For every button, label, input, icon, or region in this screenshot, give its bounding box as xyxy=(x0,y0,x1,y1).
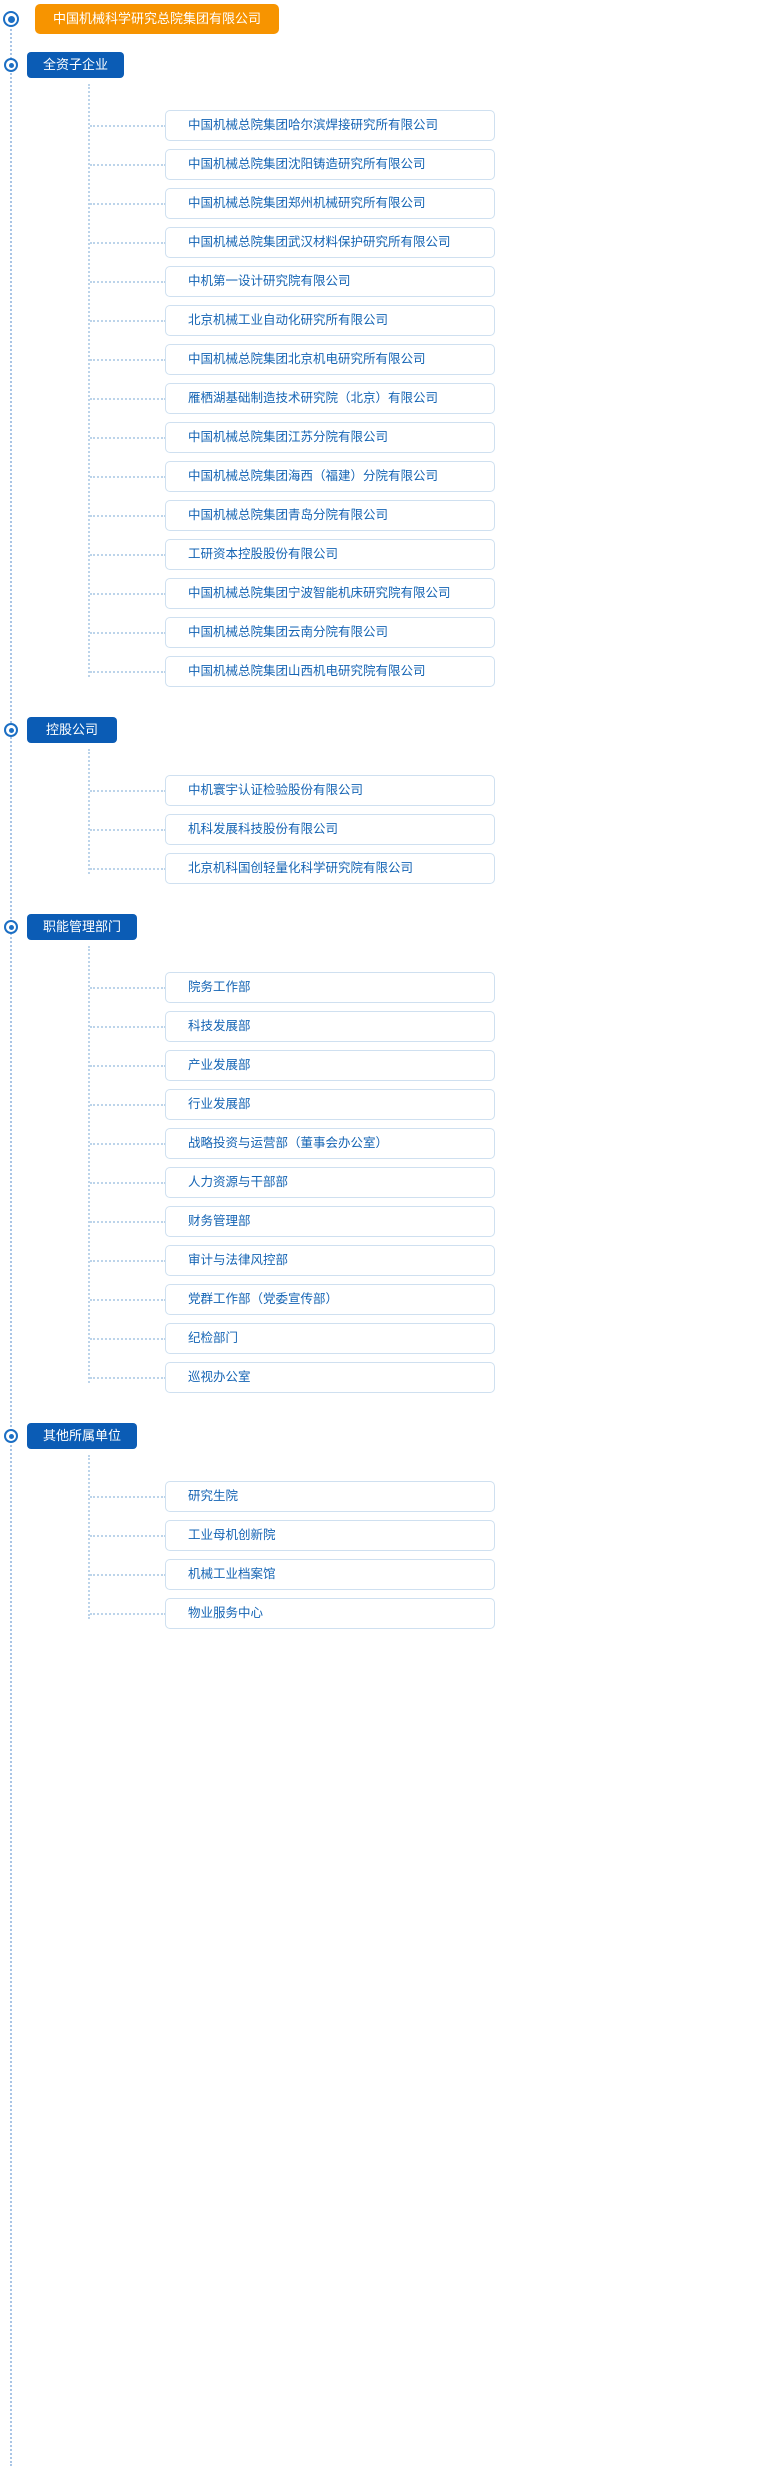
org-unit-box[interactable]: 纪检部门 xyxy=(165,1323,495,1354)
list-item: 纪检部门 xyxy=(0,1319,779,1358)
list-item: 雁栖湖基础制造技术研究院（北京）有限公司 xyxy=(0,379,779,418)
org-unit-box[interactable]: 工业母机创新院 xyxy=(165,1520,495,1551)
section-4: 其他所属单位研究生院工业母机创新院机械工业档案馆物业服务中心 xyxy=(0,1423,779,1659)
section-2: 控股公司中机寰宇认证检验股份有限公司机科发展科技股份有限公司北京机科国创轻量化科… xyxy=(0,717,779,914)
list-item: 北京机科国创轻量化科学研究院有限公司 xyxy=(0,849,779,888)
org-unit-box[interactable]: 研究生院 xyxy=(165,1481,495,1512)
list-item: 物业服务中心 xyxy=(0,1594,779,1633)
list-item: 中国机械总院集团武汉材料保护研究所有限公司 xyxy=(0,223,779,262)
org-unit-box[interactable]: 行业发展部 xyxy=(165,1089,495,1120)
org-unit-box[interactable]: 产业发展部 xyxy=(165,1050,495,1081)
org-unit-box[interactable]: 科技发展部 xyxy=(165,1011,495,1042)
org-unit-box[interactable]: 中国机械总院集团山西机电研究院有限公司 xyxy=(165,656,495,687)
section-header: 其他所属单位 xyxy=(0,1423,779,1477)
org-unit-box[interactable]: 党群工作部（党委宣传部） xyxy=(165,1284,495,1315)
org-unit-box[interactable]: 中国机械总院集团云南分院有限公司 xyxy=(165,617,495,648)
list-item: 行业发展部 xyxy=(0,1085,779,1124)
section-header: 控股公司 xyxy=(0,717,779,771)
org-unit-box[interactable]: 中国机械总院集团沈阳铸造研究所有限公司 xyxy=(165,149,495,180)
list-item: 中机第一设计研究院有限公司 xyxy=(0,262,779,301)
list-item: 科技发展部 xyxy=(0,1007,779,1046)
root-node[interactable]: 中国机械科学研究总院集团有限公司 xyxy=(35,4,280,34)
list-item: 中国机械总院集团郑州机械研究所有限公司 xyxy=(0,184,779,223)
org-unit-box[interactable]: 雁栖湖基础制造技术研究院（北京）有限公司 xyxy=(165,383,495,414)
target-circle-icon xyxy=(4,920,18,934)
org-unit-box[interactable]: 人力资源与干部部 xyxy=(165,1167,495,1198)
org-unit-box[interactable]: 中国机械总院集团青岛分院有限公司 xyxy=(165,500,495,531)
org-unit-box[interactable]: 中国机械总院集团宁波智能机床研究院有限公司 xyxy=(165,578,495,609)
org-unit-box[interactable]: 中机寰宇认证检验股份有限公司 xyxy=(165,775,495,806)
list-item: 产业发展部 xyxy=(0,1046,779,1085)
org-unit-box[interactable]: 机科发展科技股份有限公司 xyxy=(165,814,495,845)
section-title-button[interactable]: 控股公司 xyxy=(27,717,117,743)
spacer xyxy=(0,695,779,717)
list-item: 中国机械总院集团江苏分院有限公司 xyxy=(0,418,779,457)
list-item: 中国机械总院集团北京机电研究所有限公司 xyxy=(0,340,779,379)
org-unit-box[interactable]: 中国机械总院集团江苏分院有限公司 xyxy=(165,422,495,453)
section-title-button[interactable]: 全资子企业 xyxy=(27,52,125,78)
main-connector-line xyxy=(10,18,12,2466)
org-unit-box[interactable]: 工研资本控股股份有限公司 xyxy=(165,539,495,570)
org-unit-box[interactable]: 中机第一设计研究院有限公司 xyxy=(165,266,495,297)
list-item: 财务管理部 xyxy=(0,1202,779,1241)
list-item: 机械工业档案馆 xyxy=(0,1555,779,1594)
section-items: 研究生院工业母机创新院机械工业档案馆物业服务中心 xyxy=(0,1455,779,1637)
root-node-row: 中国机械科学研究总院集团有限公司 xyxy=(0,0,779,52)
section-title-button[interactable]: 职能管理部门 xyxy=(27,914,138,940)
section-items: 院务工作部科技发展部产业发展部行业发展部战略投资与运营部（董事会办公室） 人力资源… xyxy=(0,946,779,1401)
list-item: 巡视办公室 xyxy=(0,1358,779,1397)
spacer xyxy=(0,1401,779,1423)
spacer xyxy=(0,892,779,914)
list-item: 机科发展科技股份有限公司 xyxy=(0,810,779,849)
list-item: 工业母机创新院 xyxy=(0,1516,779,1555)
list-item: 战略投资与运营部（董事会办公室） xyxy=(0,1124,779,1163)
org-unit-box[interactable]: 机械工业档案馆 xyxy=(165,1559,495,1590)
org-unit-box[interactable]: 中国机械总院集团郑州机械研究所有限公司 xyxy=(165,188,495,219)
target-circle-icon xyxy=(3,11,19,27)
org-unit-box[interactable]: 中国机械总院集团海西（福建）分院有限公司 xyxy=(165,461,495,492)
list-item: 北京机械工业自动化研究所有限公司 xyxy=(0,301,779,340)
section-items: 中国机械总院集团哈尔滨焊接研究所有限公司中国机械总院集团沈阳铸造研究所有限公司中… xyxy=(0,84,779,695)
sections-container: 全资子企业中国机械总院集团哈尔滨焊接研究所有限公司中国机械总院集团沈阳铸造研究所… xyxy=(0,52,779,1659)
list-item: 党群工作部（党委宣传部） xyxy=(0,1280,779,1319)
list-item: 中国机械总院集团宁波智能机床研究院有限公司 xyxy=(0,574,779,613)
org-unit-box[interactable]: 巡视办公室 xyxy=(165,1362,495,1393)
section-3: 职能管理部门院务工作部科技发展部产业发展部行业发展部战略投资与运营部（董事会办公… xyxy=(0,914,779,1423)
target-circle-icon xyxy=(4,58,18,72)
section-header: 全资子企业 xyxy=(0,52,779,106)
org-unit-box[interactable]: 中国机械总院集团哈尔滨焊接研究所有限公司 xyxy=(165,110,495,141)
org-unit-box[interactable]: 北京机械工业自动化研究所有限公司 xyxy=(165,305,495,336)
section-1: 全资子企业中国机械总院集团哈尔滨焊接研究所有限公司中国机械总院集团沈阳铸造研究所… xyxy=(0,52,779,717)
list-item: 中国机械总院集团哈尔滨焊接研究所有限公司 xyxy=(0,106,779,145)
list-item: 中国机械总院集团沈阳铸造研究所有限公司 xyxy=(0,145,779,184)
org-unit-box[interactable]: 中国机械总院集团武汉材料保护研究所有限公司 xyxy=(165,227,495,258)
org-unit-box[interactable]: 战略投资与运营部（董事会办公室） xyxy=(165,1128,495,1159)
list-item: 人力资源与干部部 xyxy=(0,1163,779,1202)
list-item: 中机寰宇认证检验股份有限公司 xyxy=(0,771,779,810)
org-unit-box[interactable]: 中国机械总院集团北京机电研究所有限公司 xyxy=(165,344,495,375)
org-unit-box[interactable]: 审计与法律风控部 xyxy=(165,1245,495,1276)
section-title-button[interactable]: 其他所属单位 xyxy=(27,1423,138,1449)
list-item: 中国机械总院集团云南分院有限公司 xyxy=(0,613,779,652)
target-circle-icon xyxy=(4,1429,18,1443)
list-item: 中国机械总院集团青岛分院有限公司 xyxy=(0,496,779,535)
section-items: 中机寰宇认证检验股份有限公司机科发展科技股份有限公司北京机科国创轻量化科学研究院… xyxy=(0,749,779,892)
list-item: 审计与法律风控部 xyxy=(0,1241,779,1280)
target-circle-icon xyxy=(4,723,18,737)
list-item: 研究生院 xyxy=(0,1477,779,1516)
list-item: 中国机械总院集团山西机电研究院有限公司 xyxy=(0,652,779,691)
org-unit-box[interactable]: 财务管理部 xyxy=(165,1206,495,1237)
list-item: 院务工作部 xyxy=(0,968,779,1007)
spacer xyxy=(0,1637,779,1659)
list-item: 中国机械总院集团海西（福建）分院有限公司 xyxy=(0,457,779,496)
org-unit-box[interactable]: 物业服务中心 xyxy=(165,1598,495,1629)
org-unit-box[interactable]: 院务工作部 xyxy=(165,972,495,1003)
list-item: 工研资本控股股份有限公司 xyxy=(0,535,779,574)
section-header: 职能管理部门 xyxy=(0,914,779,968)
org-unit-box[interactable]: 北京机科国创轻量化科学研究院有限公司 xyxy=(165,853,495,884)
